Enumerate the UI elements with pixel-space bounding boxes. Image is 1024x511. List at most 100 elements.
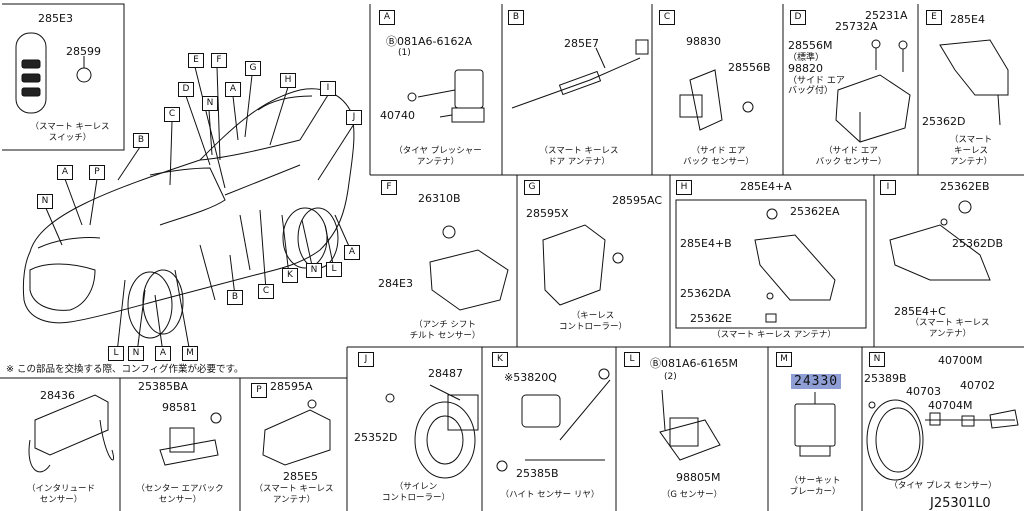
callout-label: C — [164, 107, 180, 122]
callout-label: B — [227, 290, 243, 305]
caption: （サイド エア バック センサー） — [683, 146, 754, 167]
part-number: 25732A — [835, 20, 878, 33]
caption: （キーレス コントローラー） — [558, 311, 627, 332]
callout-label: J — [346, 110, 362, 125]
caption: （スマート キーレス アンテナ） — [712, 330, 836, 340]
part-number: 98830 — [686, 35, 721, 48]
part-number: 285E4+B — [680, 237, 732, 250]
panel-letter: C — [659, 10, 675, 25]
part-number: 28599 — [66, 45, 101, 58]
panel-letter: P — [251, 383, 267, 398]
part-number: 28556M — [788, 39, 833, 52]
callout-label: E — [188, 53, 204, 68]
bolt-number: Ⓑ081A6-6162A — [386, 35, 473, 48]
part-number: 40703 — [906, 385, 941, 398]
panel-letter: G — [524, 180, 540, 195]
caption: （スマート キーレス スイッチ） — [30, 122, 110, 143]
callout-label: A — [225, 82, 241, 97]
caption: （ハイト センサー リヤ） — [500, 490, 600, 500]
caption: （アンチ シフト チルト センサー） — [409, 320, 481, 341]
callout-label: G — [245, 61, 261, 76]
quantity: (1) — [398, 48, 411, 58]
diagram-code: J25301L0 — [930, 496, 991, 511]
part-number: 98820 — [788, 62, 823, 75]
callout-label: H — [280, 73, 296, 88]
caption: （サーキット ブレーカー） — [789, 476, 841, 497]
part-number: ※53820Q — [504, 371, 557, 384]
part-number: 285E4 — [950, 13, 985, 26]
panel-letter: K — [492, 352, 508, 367]
part-number: 285E4+C — [894, 305, 946, 318]
caption: （サイレン コントローラー） — [381, 482, 450, 503]
part-number: 28595X — [526, 207, 569, 220]
panel-letter: L — [624, 352, 640, 367]
part-number: 98581 — [162, 401, 197, 414]
part-number: 40700M — [938, 354, 983, 367]
variant-note: （サイド エア バッグ付） — [788, 76, 845, 96]
part-number: 25362EB — [940, 180, 990, 193]
caption: （インタリュード センサー） — [26, 484, 95, 505]
part-number: 25385BA — [138, 380, 189, 393]
callout-label: A — [344, 245, 360, 260]
part-number: 25389B — [864, 372, 907, 385]
panel-letter: M — [776, 352, 792, 367]
part-number: 40702 — [960, 379, 995, 392]
part-number: 285E4+A — [740, 180, 792, 193]
callout-label: A — [57, 165, 73, 180]
callout-label: D — [178, 82, 194, 97]
caption: （センター エアバック センサー） — [136, 484, 224, 505]
callout-label: N — [128, 346, 144, 361]
highlighted-part-number[interactable]: 24330 — [791, 374, 842, 389]
part-number: 285E5 — [283, 470, 318, 483]
caption: （サイド エア バック センサー） — [815, 146, 887, 167]
part-number: 25362DB — [952, 237, 1004, 250]
callout-label: L — [108, 346, 124, 361]
caption: （スマート キーレス アンテナ） — [254, 484, 334, 505]
part-number: 25385B — [516, 467, 559, 480]
caption: （スマート キーレス ドア アンテナ） — [539, 146, 619, 167]
panel-letter: D — [790, 10, 806, 25]
callout-label: N — [306, 263, 322, 278]
caption: （タイヤ プレス センサー） — [889, 481, 997, 491]
callout-label: B — [133, 133, 149, 148]
callout-label: N — [202, 96, 218, 111]
panel-letter: J — [358, 352, 374, 367]
part-number: 285E3 — [38, 12, 73, 25]
panel-letter: N — [869, 352, 885, 367]
part-number: 28487 — [428, 367, 463, 380]
callout-label: L — [326, 262, 342, 277]
callout-label: I — [320, 81, 336, 96]
variant-note: （標準） — [788, 53, 825, 63]
part-number: 25352D — [354, 431, 398, 444]
panel-letter: A — [379, 10, 395, 25]
callout-label: M — [182, 346, 198, 361]
caption: （タイヤ プレッシャー アンテナ） — [394, 146, 482, 167]
note-text: ※ この部品を交換する際、コンフィグ作業が必要です。 — [6, 364, 244, 375]
part-number: 40704M — [928, 399, 973, 412]
callout-label: P — [89, 165, 105, 180]
part-number: 25362EA — [790, 205, 840, 218]
callout-label: A — [155, 346, 171, 361]
bolt-number: Ⓑ081A6-6165M — [650, 357, 738, 370]
part-number: 25362E — [690, 312, 732, 325]
panel-letter: I — [880, 180, 896, 195]
callout-label: C — [258, 284, 274, 299]
part-number: 25362DA — [680, 287, 731, 300]
part-number: 26310B — [418, 192, 461, 205]
panel-letter: F — [381, 180, 397, 195]
part-number: 284E3 — [378, 277, 413, 290]
part-number: 25231A — [865, 9, 908, 22]
caption: （スマート キーレス アンテナ） — [949, 135, 993, 167]
part-number: 28556B — [728, 61, 771, 74]
callout-label: K — [282, 268, 298, 283]
part-number: 98805M — [676, 471, 721, 484]
caption: （G センサー） — [661, 490, 723, 500]
callout-label: F — [211, 53, 227, 68]
quantity: (2) — [664, 372, 677, 382]
part-number: 40740 — [380, 109, 415, 122]
part-number: 28595A — [270, 380, 313, 393]
caption: （スマート キーレス アンテナ） — [910, 318, 990, 339]
callout-label: N — [37, 194, 53, 209]
